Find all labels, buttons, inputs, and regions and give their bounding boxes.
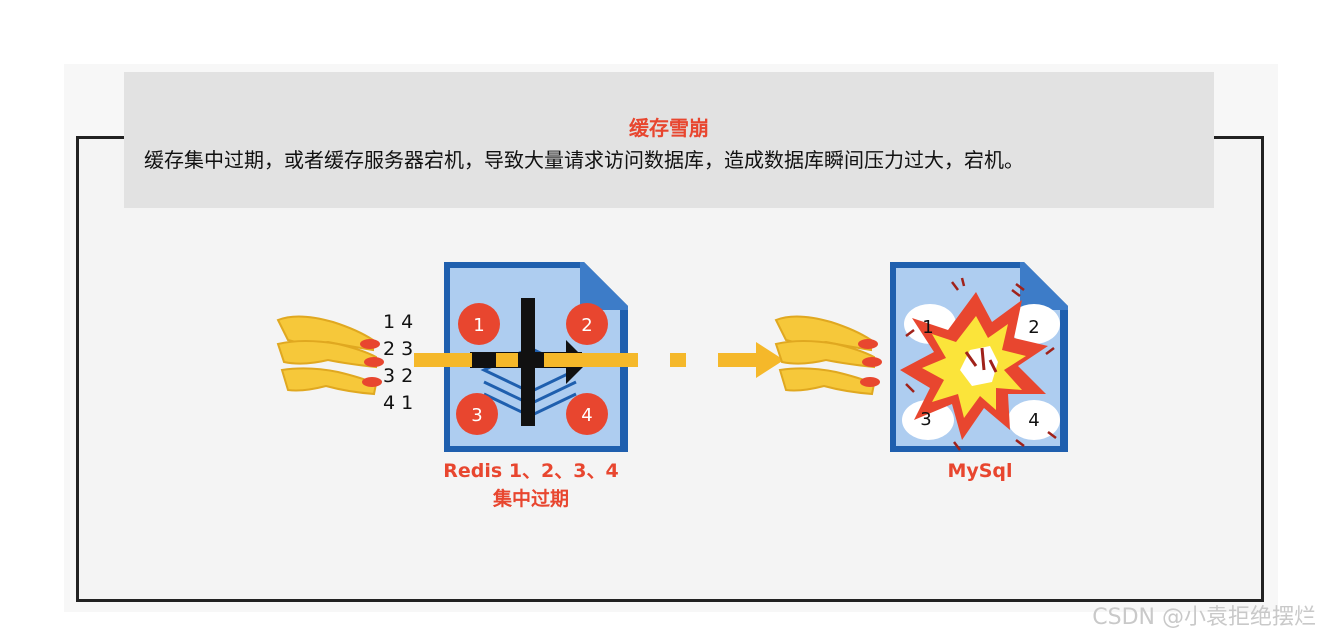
redis-key-badge bbox=[458, 303, 500, 345]
mysql-label: MySql bbox=[947, 460, 1013, 482]
mysql-key-4: 4 bbox=[1028, 410, 1039, 431]
redis-key-badge bbox=[456, 393, 498, 435]
request-arrow bbox=[414, 342, 784, 378]
request-hand-icon bbox=[774, 315, 882, 396]
request-order-2: 2 3 bbox=[383, 338, 414, 360]
request-order-4: 4 1 bbox=[383, 392, 414, 414]
redis-key-1: 1 bbox=[473, 315, 484, 336]
redis-expired-label: 集中过期 bbox=[492, 488, 569, 510]
redis-key-2: 2 bbox=[581, 315, 592, 336]
debris-marks bbox=[905, 277, 1057, 451]
mysql-key-1: 1 bbox=[922, 317, 933, 338]
request-order-3: 3 2 bbox=[383, 365, 414, 387]
diagram-description: 缓存集中过期，或者缓存服务器宕机，导致大量请求访问数据库，造成数据库瞬间压力过大… bbox=[144, 148, 1024, 172]
redis-key-badge bbox=[566, 393, 608, 435]
mysql-key-3: 3 bbox=[920, 409, 931, 430]
redis-key-3: 3 bbox=[471, 405, 482, 426]
redis-key-badge bbox=[566, 303, 608, 345]
mysql-key-2: 2 bbox=[1028, 317, 1039, 338]
header-box: 缓存雪崩 缓存集中过期，或者缓存服务器宕机，导致大量请求访问数据库，造成数据库瞬… bbox=[124, 72, 1214, 208]
watermark: CSDN @小袁拒绝摆烂 bbox=[1092, 605, 1316, 630]
redis-label: Redis 1、2、3、4 bbox=[443, 460, 619, 482]
request-order-1: 1 4 bbox=[383, 311, 414, 333]
explosion-icon bbox=[900, 292, 1048, 440]
diagram-title: 缓存雪崩 bbox=[629, 116, 709, 140]
request-hand-icon bbox=[276, 315, 384, 396]
redis-key-4: 4 bbox=[581, 405, 592, 426]
